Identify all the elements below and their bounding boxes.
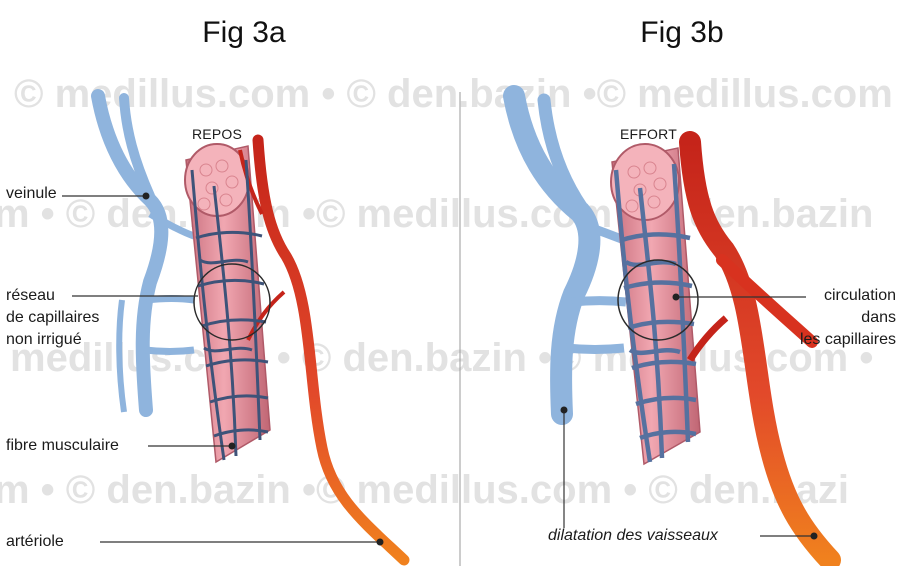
label-reseau-line-1: réseau bbox=[6, 286, 55, 306]
label-circulation-line-3: les capillaires bbox=[800, 330, 896, 350]
label-dilatation: dilatation des vaisseaux bbox=[548, 526, 718, 546]
left-vein-branch-3 bbox=[145, 350, 194, 352]
left-vein-network bbox=[98, 96, 194, 412]
label-reseau-line-3: non irrigué bbox=[6, 330, 82, 350]
label-circulation-line-2: dans bbox=[861, 308, 896, 328]
label-reseau-line-2: de capillaires bbox=[6, 308, 99, 328]
label-circulation-line-1: circulation bbox=[824, 286, 896, 306]
label-arteriole: artériole bbox=[6, 532, 64, 552]
label-veinule: veinule bbox=[6, 184, 57, 204]
right-vein-branch-3 bbox=[566, 348, 624, 350]
left-arteriole bbox=[240, 140, 404, 560]
right-arteriole bbox=[690, 142, 830, 560]
label-fibre-musculaire: fibre musculaire bbox=[6, 436, 119, 456]
left-vein-branch-2 bbox=[146, 299, 194, 301]
left-vein-left-loop bbox=[119, 300, 124, 412]
right-vein-network bbox=[514, 96, 630, 414]
